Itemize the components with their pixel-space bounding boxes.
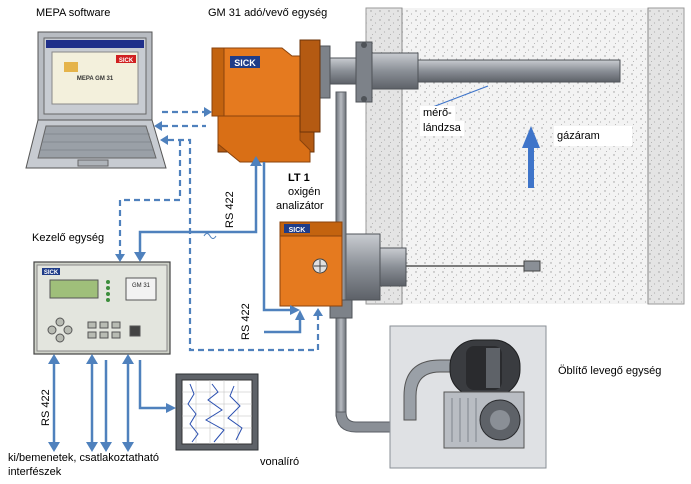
oxygen-analyzer-unit: SICK (279, 221, 343, 307)
transceiver-brand: SICK (234, 58, 256, 68)
transceiver-unit: SICK (211, 39, 321, 163)
solid-arrowheads (48, 156, 305, 452)
laptop-brand: SICK (119, 58, 134, 64)
purge-air-unit (389, 325, 547, 469)
oxygen-label-line3: analizátor (276, 200, 324, 212)
laptop-screen-title: MEPA GM 31 (77, 76, 114, 82)
io-label-line1: ki/bemenetek, csatlakoztatható (8, 452, 160, 464)
probe-pointer (429, 85, 489, 109)
mepa-software-label: MEPA software (36, 7, 111, 19)
analyzer-brand: SICK (289, 227, 306, 234)
probe-label-line2: lándzsa (420, 121, 464, 136)
duct (365, 7, 685, 305)
oxygen-label-line1: LT 1 (288, 172, 310, 184)
probe-label-line1: mérő- (420, 106, 455, 121)
solid-cables (52, 162, 302, 446)
gas-flow-label: gázáram (554, 126, 632, 146)
dashed-arrowheads (115, 107, 323, 316)
transceiver-label: GM 31 adó/vevő egység (208, 7, 328, 19)
control-unit-label: Kezelő egység (32, 232, 105, 244)
rs422-label-transceiver: RS 422 (224, 191, 236, 228)
recorder-label: vonalíró (260, 456, 300, 468)
measuring-probe (319, 41, 621, 103)
purge-unit-label: Öblítő levegő egység (558, 365, 662, 377)
control-unit: SICK GM 31 (33, 261, 171, 355)
control-brand: SICK (44, 270, 59, 276)
rs422-label-io: RS 422 (40, 389, 52, 426)
cable-break (203, 233, 217, 239)
chart-recorder (175, 373, 259, 451)
dashed-cables (118, 110, 320, 352)
gas-flow-arrow (522, 126, 540, 188)
oxygen-probe (343, 233, 541, 301)
io-label-line2: interfészek (8, 466, 62, 478)
laptop: SICK MEPA GM 31 (25, 31, 167, 169)
oxygen-label-line2: oxigén (288, 186, 321, 198)
control-badge: GM 31 (132, 283, 151, 289)
rs422-label-analyzer: RS 422 (240, 303, 252, 340)
